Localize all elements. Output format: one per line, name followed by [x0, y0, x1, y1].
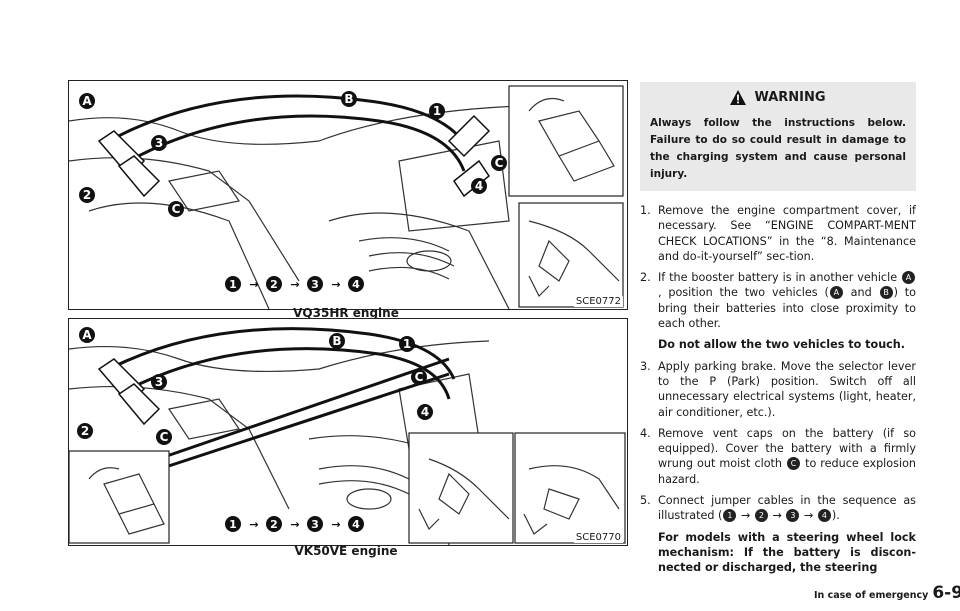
figure-code: SCE0772 [573, 296, 623, 307]
marker-4: 4 [421, 405, 429, 419]
step-3: 3. Apply parking brake. Move the selecto… [640, 359, 916, 420]
step-5: 5. Connect jumper cables in the sequence… [640, 493, 916, 575]
step-text-part: If the booster battery is in another veh… [658, 271, 898, 285]
marker-1: 1 [433, 104, 441, 118]
label-c: C [160, 430, 169, 444]
marker-4-icon: 4 [817, 509, 831, 523]
step-text: If the booster battery is in another veh… [658, 270, 916, 331]
marker-1: 1 [403, 337, 411, 351]
marker-a-icon: A [829, 286, 843, 300]
marker-2-icon: 2 [754, 509, 768, 523]
sequence-3: 3 [311, 518, 319, 531]
label-c: C [172, 202, 181, 216]
sequence-4: 4 [352, 278, 360, 291]
sequence-3: 3 [311, 278, 319, 291]
marker-2: 2 [81, 424, 89, 438]
section-name: In case of emergency [814, 590, 929, 601]
marker-2: 2 [83, 188, 91, 202]
figure-caption: VQ35HR engine [293, 306, 399, 320]
warning-title: WARNING [754, 90, 826, 105]
jump-start-illustration-vq35hr: A B C C 1 2 3 4 1 → 2 → 3 → 4 [69, 85, 624, 309]
sequence-1: 1 [229, 518, 237, 531]
sequence-1: 1 [229, 278, 237, 291]
marker-3: 3 [155, 375, 163, 389]
step-number: 5. [640, 494, 651, 508]
marker-a-icon: A [902, 271, 915, 285]
step-text-part: Connect jumper cables in the sequence as… [658, 494, 916, 523]
step-note: For models with a steering wheel lock me… [658, 530, 916, 575]
step-text: Remove the engine compartment cover, if … [658, 204, 916, 263]
step-note: Do not allow the two vehicles to touch. [658, 338, 906, 352]
figure-caption: VK50VE engine [294, 544, 398, 558]
label-c-second: C [415, 370, 424, 384]
figure-vq35hr: A B C C 1 2 3 4 1 → 2 → 3 → 4 [68, 80, 628, 310]
warning-box: WARNING Always follow the instructions b… [640, 82, 916, 191]
sequence-arrow: → [331, 278, 340, 291]
step-number: 2. [640, 271, 651, 285]
marker-3-icon: 3 [786, 509, 800, 523]
step-text: Connect jumper cables in the sequence as… [658, 493, 916, 524]
sequence-2: 2 [270, 518, 278, 531]
figure-code: SCE0770 [573, 532, 623, 543]
step-number: 4. [640, 426, 651, 440]
arrow-icon: → [740, 509, 751, 523]
step-text-part: ). [831, 509, 840, 523]
sequence-4: 4 [352, 518, 360, 531]
label-c-second: C [495, 156, 504, 170]
step-number: 1. [640, 204, 651, 217]
step-text: Apply parking brake. Move the selector l… [658, 359, 916, 419]
sequence-arrow: → [331, 518, 340, 531]
step-4: 4. Remove vent caps on the battery (if s… [640, 426, 916, 487]
arrow-icon: → [772, 509, 782, 523]
instructions-column: WARNING Always follow the instructions b… [640, 82, 916, 582]
step-text-part: ) to bring their batteries into close pr… [658, 286, 917, 331]
jump-start-illustration-vk50ve: A B C C 1 2 3 4 1 → 2 → 3 → 4 [69, 327, 626, 545]
step-1: 1. Remove the engine compartment cover, … [640, 203, 916, 264]
step-2: 2. If the booster battery is in another … [640, 270, 916, 352]
sequence-2: 2 [270, 278, 278, 291]
figure-vk50ve: A B C C 1 2 3 4 1 → 2 → 3 → 4 [68, 318, 628, 546]
steps-list: 1. Remove the engine compartment cover, … [640, 203, 916, 576]
label-b: B [344, 92, 353, 106]
arrow-icon: → [803, 509, 814, 523]
label-a: A [82, 328, 92, 342]
sequence-arrow: → [290, 518, 299, 531]
sequence-arrow: → [249, 518, 258, 531]
warning-triangle-icon [730, 90, 747, 105]
step-text-part: Remove vent caps on the battery (if so e… [658, 426, 916, 471]
step-text: Remove vent caps on the battery (if so e… [658, 426, 916, 487]
step-text-part: , position the two vehicles ( [658, 286, 829, 300]
sequence-arrow: → [290, 278, 299, 291]
warning-header: WARNING [650, 90, 906, 105]
marker-4: 4 [475, 179, 483, 193]
step-text-part: and [850, 286, 872, 300]
step-text-part: to reduce explosion hazard. [658, 457, 917, 486]
warning-text: Always follow the instructions below. Fa… [650, 117, 906, 180]
page-number: 6-9 [932, 583, 960, 603]
label-a: A [82, 94, 92, 108]
marker-c-icon: C [787, 457, 801, 471]
label-b: B [332, 334, 341, 348]
sequence-arrow: → [249, 278, 258, 291]
marker-1-icon: 1 [723, 509, 737, 523]
step-number: 3. [640, 359, 651, 373]
marker-b-icon: B [879, 286, 893, 300]
marker-3: 3 [155, 136, 163, 150]
